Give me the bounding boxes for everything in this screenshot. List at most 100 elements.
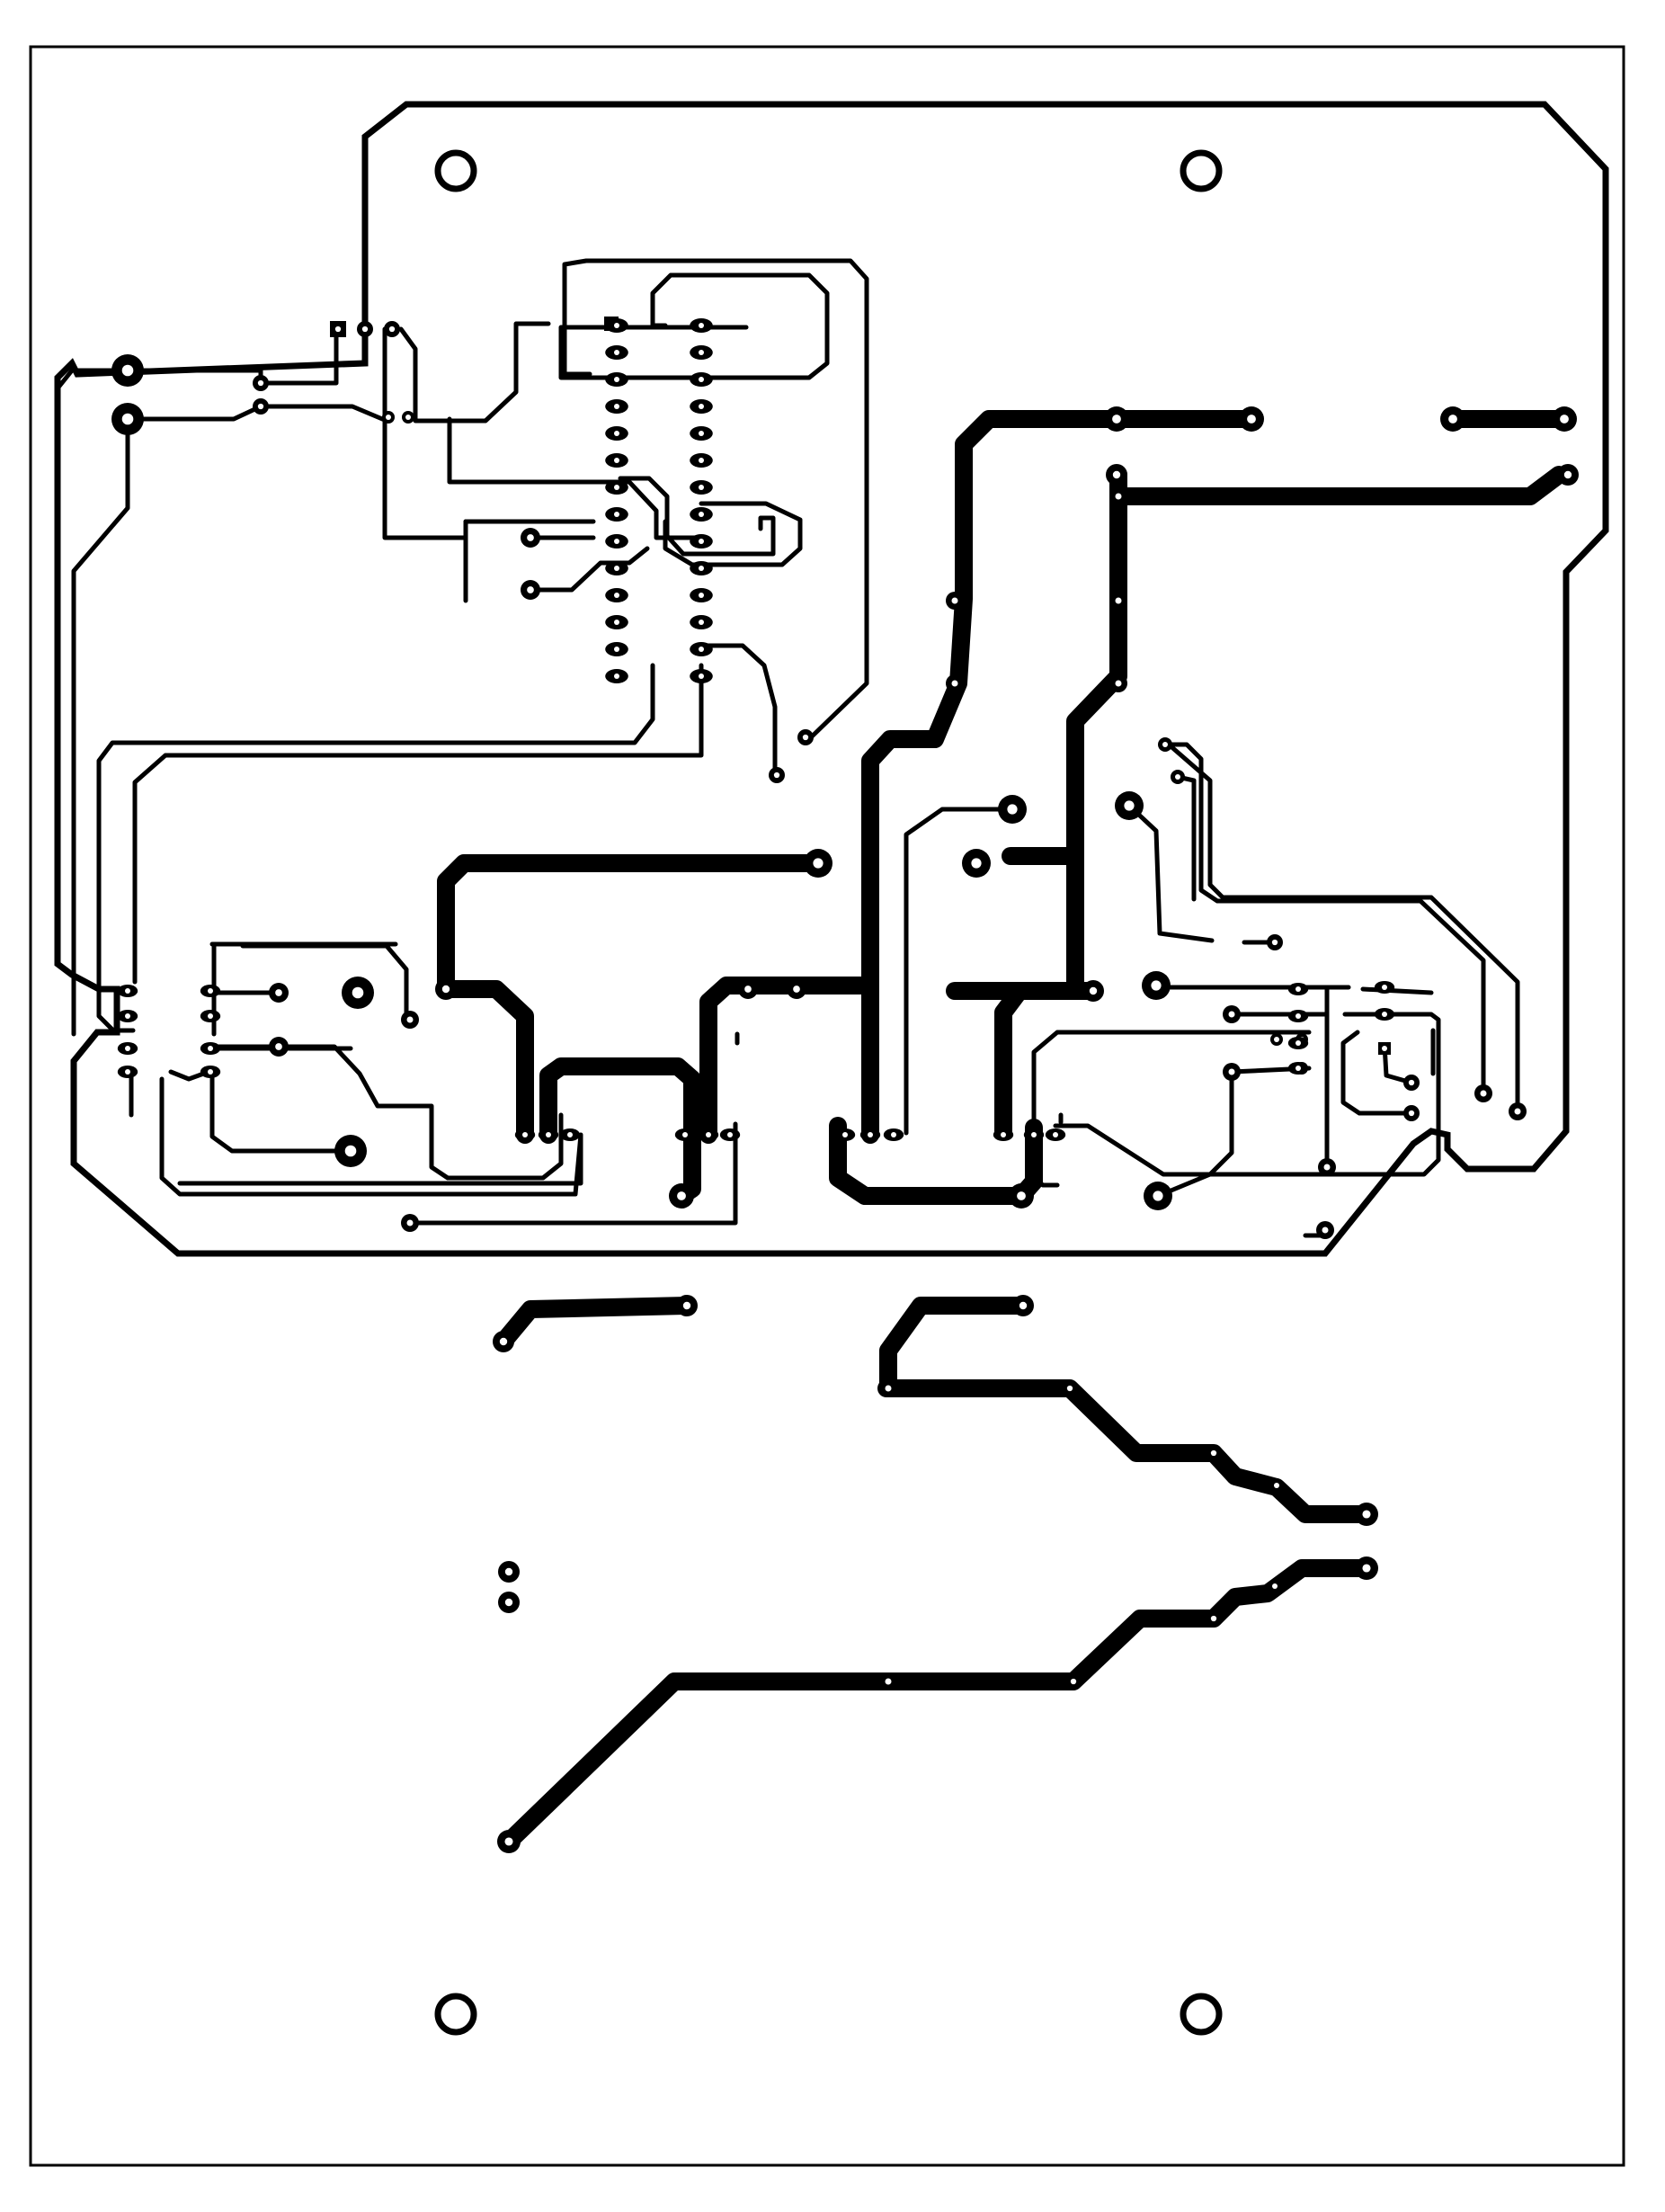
power-traces	[437, 410, 1573, 1851]
pad-small-15-drill	[1514, 1108, 1521, 1115]
power-trace-16	[500, 1559, 1376, 1851]
power-trace-7	[994, 982, 1102, 1140]
pad-small-3-drill	[1271, 939, 1278, 946]
ic-pin-right-8-drill	[699, 512, 704, 517]
ic-pin-left-1-drill	[614, 323, 619, 328]
pad-header-2-drill	[361, 326, 369, 333]
trace-22	[168, 1069, 353, 1154]
ic-pin-left-7-drill	[614, 485, 619, 490]
trace-2	[71, 416, 130, 1037]
pad-power-2-drill	[1247, 415, 1256, 424]
pad-j1-drill	[386, 415, 391, 420]
trace-21	[159, 1076, 583, 1197]
trace-14	[562, 258, 869, 742]
pad-power-19-drill	[885, 1385, 892, 1392]
mounting-hole-top-left	[434, 149, 477, 192]
pad-small-18-drill	[275, 989, 282, 996]
u1-pin-2-drill	[546, 1132, 551, 1137]
u1-pin-1-drill	[522, 1132, 528, 1137]
pad-power-18-drill	[1019, 1301, 1028, 1310]
pad-power-1-drill	[1112, 415, 1121, 424]
pad-connector-a-2-drill	[121, 413, 134, 425]
trace-18	[96, 663, 655, 1033]
j3-pin-2-drill	[1382, 1012, 1387, 1017]
pad-power-6-drill	[1563, 470, 1572, 479]
pad-power-30-drill	[504, 1567, 513, 1576]
pad-power-31-drill	[504, 1598, 513, 1607]
pad-via-5-drill	[1115, 597, 1122, 604]
pad-small-17-drill	[1322, 1226, 1329, 1234]
pad-small-21-drill	[406, 1016, 414, 1023]
ic-pin-left-13-drill	[614, 647, 619, 652]
ic-pin-left-3-drill	[614, 377, 619, 382]
ic-pin-right-11-drill	[699, 593, 704, 598]
pad-small-16-drill	[1323, 1164, 1331, 1171]
q1-pin-4-drill	[125, 1069, 130, 1075]
u2-pin-1-drill	[682, 1132, 688, 1137]
u3-pin-1-drill	[842, 1132, 848, 1137]
pad-power-16-drill	[499, 1337, 508, 1346]
ic-pin-right-4-drill	[699, 404, 704, 409]
j2-pin-2-drill	[1295, 1013, 1301, 1019]
ic-pin-right-9-drill	[699, 539, 704, 544]
power-trace-8	[437, 854, 827, 998]
pad-power-28-drill	[885, 1678, 892, 1685]
trace-12	[591, 272, 830, 380]
ic-pin-left-5-drill	[614, 431, 619, 436]
pad-large-e-drill	[344, 1145, 357, 1157]
q1-pin-2-drill	[125, 1013, 130, 1019]
pad-small-5-drill	[1175, 774, 1180, 780]
pad-power-29-drill	[504, 1837, 513, 1846]
power-trace-9	[437, 980, 534, 1144]
ic-pin-right-1-drill	[699, 323, 704, 328]
j3-pin-1-drill	[1382, 985, 1387, 990]
pad-power-14-drill	[677, 1191, 686, 1200]
pad-large-a-drill	[1007, 804, 1018, 815]
pad-small-19-drill	[275, 1043, 282, 1050]
trace-47	[1340, 1030, 1414, 1116]
u4-pin-1-drill	[1001, 1132, 1006, 1137]
pad-power-23-drill	[1362, 1510, 1371, 1519]
pad-j2-drill	[405, 415, 411, 420]
pad-power-13-drill	[1089, 986, 1098, 995]
pad-small-6-drill	[1228, 1011, 1235, 1018]
pad-r2-drill	[527, 586, 534, 593]
pad-power-9-drill	[971, 858, 982, 869]
q1-pin-3-drill	[125, 1046, 130, 1051]
pad-power-15-drill	[1017, 1191, 1026, 1200]
j2-pin-1-drill	[1295, 986, 1301, 992]
q2-pin-3-drill	[208, 1046, 213, 1051]
power-trace-14	[879, 1297, 1032, 1397]
mounting-hole-top-right	[1180, 149, 1223, 192]
trace-35	[1175, 774, 1197, 902]
power-trace-12	[829, 1117, 1043, 1205]
u4-pin-2-drill	[1031, 1132, 1037, 1137]
q2-pin-4-drill	[208, 1069, 213, 1075]
mounting-hole-bottom-left	[434, 1993, 477, 2036]
pad-header-3-drill	[388, 326, 396, 333]
pad-power-11-drill	[744, 986, 752, 993]
q2-pin-2-drill	[208, 1013, 213, 1019]
trace-16	[663, 501, 803, 567]
ic-pin-left-14-drill	[614, 673, 619, 679]
trace-32	[1126, 803, 1215, 943]
pad-small-14-drill	[1480, 1090, 1487, 1097]
ic-pin-left-2-drill	[614, 350, 619, 355]
trace-17	[699, 643, 778, 776]
pad-power-27-drill	[1070, 1678, 1077, 1685]
pad-large-c-drill	[1151, 980, 1162, 991]
ic-pin-right-12-drill	[699, 620, 704, 625]
trace-27	[211, 1044, 564, 1181]
pad-power-3-drill	[1448, 415, 1457, 424]
pad-power-5-drill	[1112, 470, 1121, 479]
ic-pin-left-10-drill	[614, 566, 619, 571]
trace-44	[1155, 1069, 1234, 1199]
j2-pin-4-drill	[1295, 1066, 1301, 1071]
trace-5	[398, 321, 551, 424]
pad-via-2-drill	[773, 772, 780, 779]
ic-pin-right-14-drill	[699, 673, 704, 679]
trace-25	[240, 943, 409, 1028]
pad-power-7-drill	[1115, 493, 1122, 500]
pad-power-21-drill	[1210, 1449, 1217, 1457]
pad-power-25-drill	[1272, 1583, 1278, 1589]
